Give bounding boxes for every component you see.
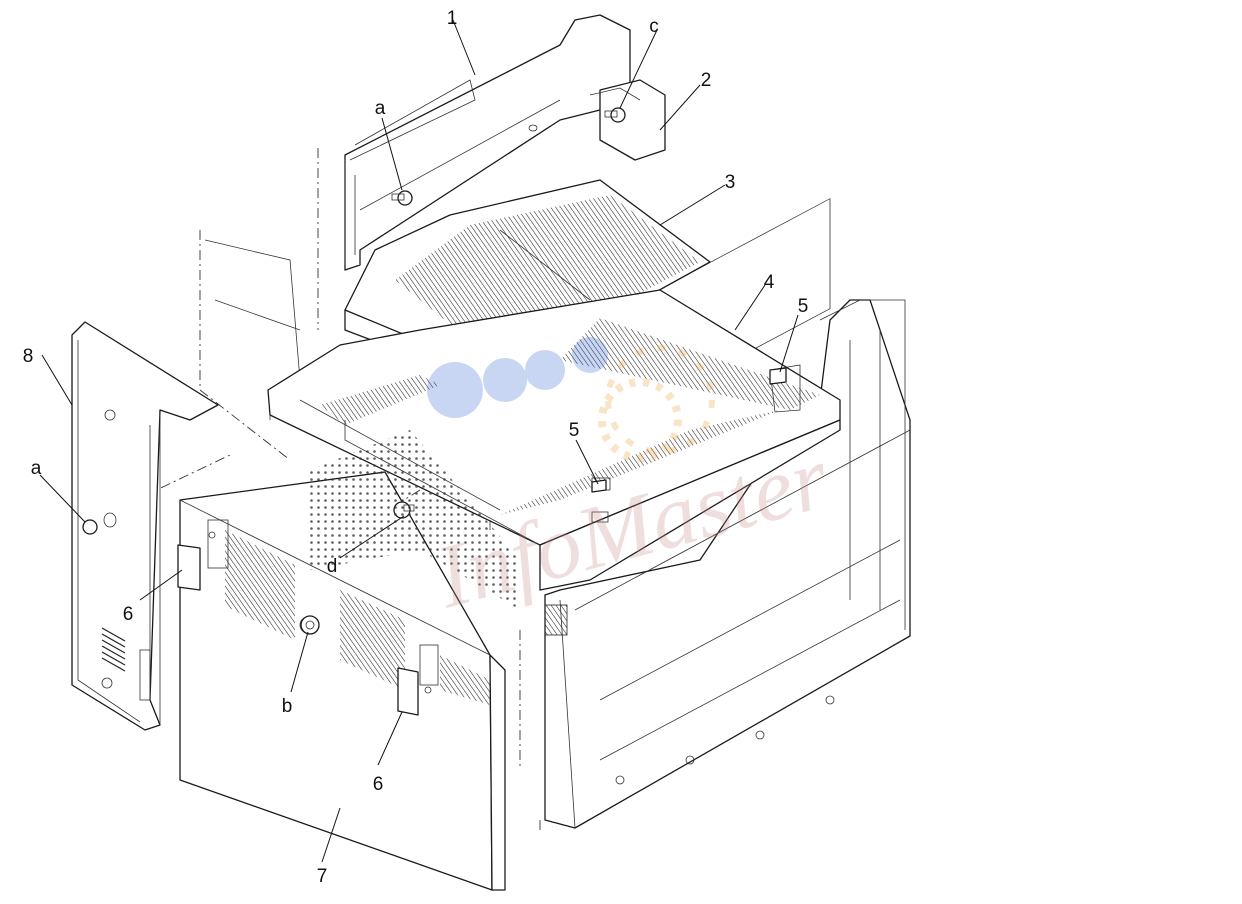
callout-labels: 1 2 3 4 5 5 6 6 7 8 a a b c d <box>23 8 809 887</box>
callout-1: 1 <box>447 8 458 29</box>
callout-5-center: 5 <box>569 420 580 441</box>
left-cover-vents <box>101 627 126 672</box>
screw-a-upper <box>391 190 413 206</box>
screw-b <box>300 615 320 635</box>
callout-7: 7 <box>317 866 328 887</box>
screw-c <box>604 107 626 123</box>
part-8-left-cover <box>71 321 219 731</box>
callout-8: 8 <box>23 346 34 367</box>
callout-2: 2 <box>701 70 712 91</box>
front-cover-vents <box>225 530 490 705</box>
callout-5-right: 5 <box>798 296 809 317</box>
leader-lines <box>39 19 799 863</box>
callout-d: d <box>327 556 338 577</box>
callout-6-left: 6 <box>123 604 134 625</box>
part-2-bracket <box>589 79 666 161</box>
screw-a-left <box>82 512 117 535</box>
callout-c: c <box>649 16 659 37</box>
callout-4: 4 <box>764 272 775 293</box>
part-7-front-cover <box>179 471 506 891</box>
callout-a-left: a <box>31 458 42 479</box>
callout-6-right: 6 <box>373 774 384 795</box>
labels-6 <box>177 544 419 716</box>
labels-5 <box>591 367 787 493</box>
callout-3: 3 <box>725 172 736 193</box>
perforated-panel <box>310 430 520 610</box>
callout-b: b <box>282 696 293 717</box>
callout-a-upper: a <box>375 98 386 119</box>
